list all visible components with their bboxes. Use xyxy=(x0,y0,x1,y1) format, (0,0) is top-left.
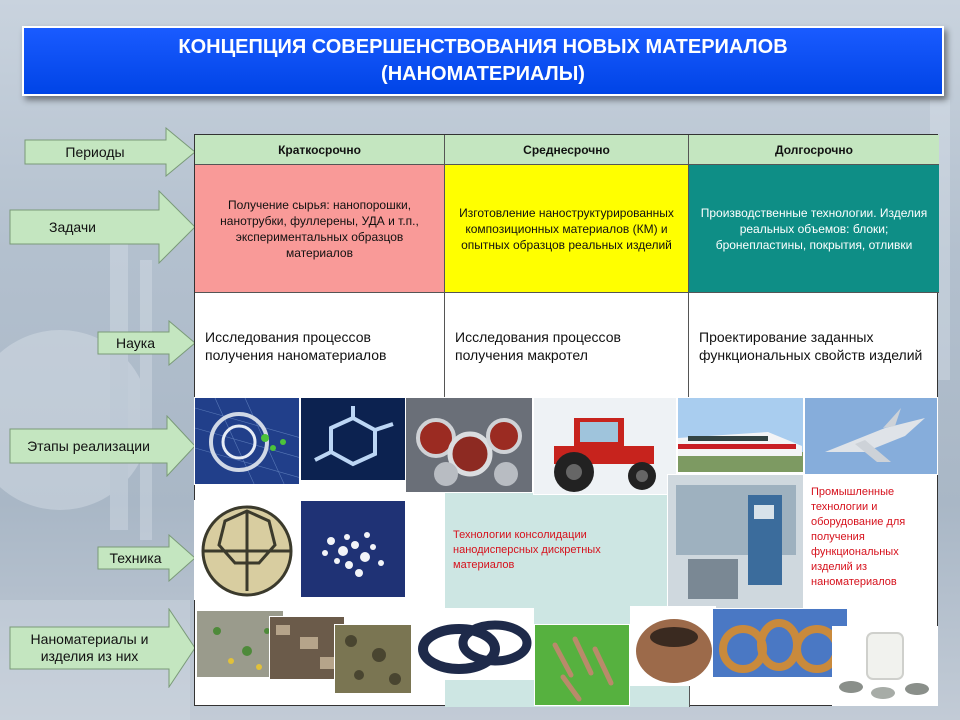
bearings-parts-image xyxy=(405,397,533,493)
science-mid: Исследования процессов получения макроте… xyxy=(445,293,689,399)
rings-image xyxy=(412,608,534,680)
arrow-stages: Этапы реализации xyxy=(9,415,196,477)
micrograph-2-image xyxy=(269,616,345,680)
high-speed-train-image xyxy=(677,397,804,473)
arrow-label-science: Наука xyxy=(116,334,155,351)
arrow-technique: Техника xyxy=(97,534,196,582)
rods-image xyxy=(534,624,630,706)
task-long: Производственные технологии. Изделия реа… xyxy=(689,165,939,293)
rough-ring-image xyxy=(630,606,716,686)
period-mid: Среднесрочно xyxy=(445,135,689,165)
bronze-rings-image xyxy=(712,608,848,678)
arrow-label-periods: Периоды xyxy=(65,143,125,160)
arrow-label-nanomaterials: Наноматериалы и изделия из них xyxy=(30,631,149,664)
arrow-tasks: Задачи xyxy=(9,190,196,264)
arrow-label-stages: Этапы реализации xyxy=(27,437,150,454)
technique-mid-text: Технологии консолидации нанодисперсных д… xyxy=(453,529,601,571)
technique-long-text: Промышленные технологии и оборудование д… xyxy=(811,486,906,588)
title-line-2: (НАНОМАТЕРИАЛЫ) xyxy=(381,63,585,85)
arrow-label-technique: Техника xyxy=(109,549,162,566)
arrow-nanomaterials: Наноматериалы и изделия из них xyxy=(9,608,196,688)
micrograph-3-image xyxy=(334,624,412,694)
molecule-image xyxy=(300,397,406,481)
period-short: Краткосрочно xyxy=(195,135,445,165)
jet-aircraft-image xyxy=(804,397,938,475)
period-long: Долгосрочно xyxy=(689,135,939,165)
arrow-periods: Периоды xyxy=(24,127,196,177)
press-equipment-image xyxy=(667,474,804,610)
fullerene-structure-image xyxy=(194,397,300,485)
arrow-label-tasks: Задачи xyxy=(48,218,96,235)
tractor-image xyxy=(533,397,677,495)
fullerene-ball-image xyxy=(194,500,298,600)
task-short: Получение сырья: нанопорошки, нанотрубки… xyxy=(195,165,445,293)
title-line-1: КОНЦЕПЦИЯ СОВЕРШЕНСТВОВАНИЯ НОВЫХ МАТЕРИ… xyxy=(178,36,788,58)
science-long: Проектирование заданных функциональных с… xyxy=(699,329,923,363)
science-short: Исследования процессов получения наномат… xyxy=(195,293,445,399)
task-mid: Изготовление наноструктурированных компо… xyxy=(445,165,689,293)
title-banner: КОНЦЕПЦИЯ СОВЕРШЕНСТВОВАНИЯ НОВЫХ МАТЕРИ… xyxy=(22,26,944,96)
ceramic-parts-image xyxy=(832,626,938,706)
arrow-science: Наука xyxy=(97,320,196,366)
nanopowder-image xyxy=(300,500,406,598)
